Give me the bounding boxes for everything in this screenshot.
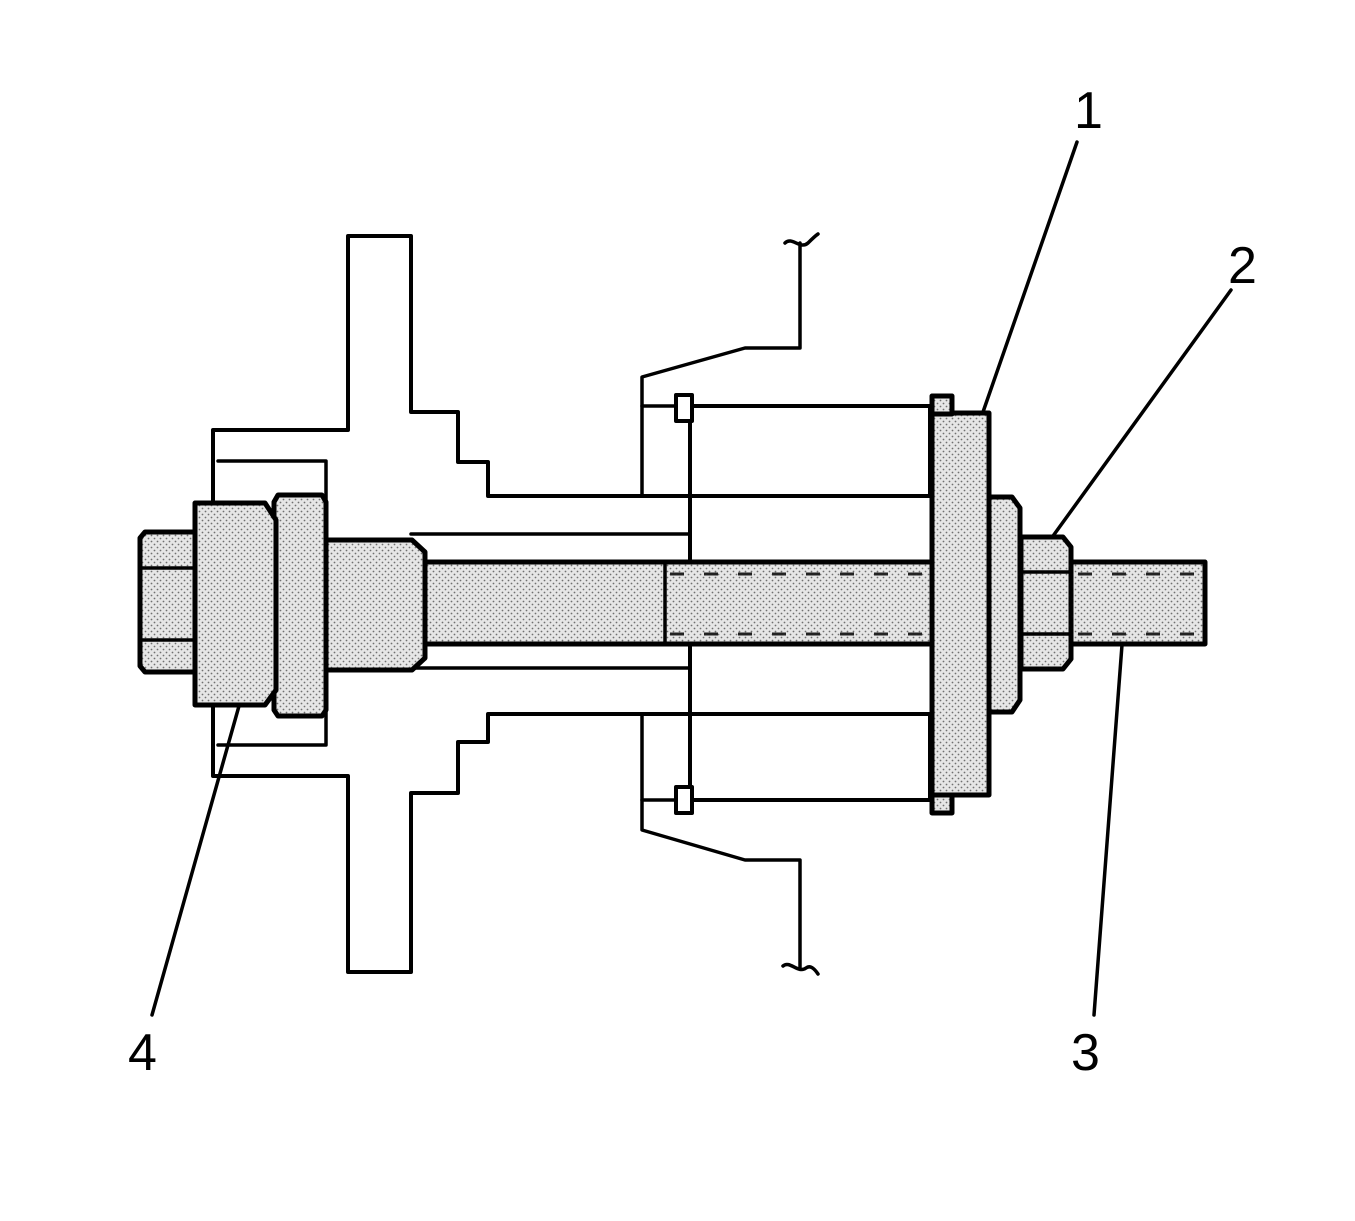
threaded-rod-body: [417, 559, 1208, 647]
leader-lines: [150, 140, 1233, 1017]
callout-labels: 1 2 3 4: [128, 82, 1257, 1082]
bracket-upper-edge: [640, 241, 802, 498]
callout-1: 1: [1074, 82, 1103, 140]
callout-4: 4: [128, 1024, 157, 1082]
callout-3: 3: [1071, 1024, 1100, 1082]
callout-2: 2: [1228, 237, 1257, 295]
leader-4: [150, 704, 241, 1017]
break-line-bottom: [781, 962, 820, 976]
bracket-lower-edge: [640, 712, 802, 970]
adapter-bolt-head: [137, 529, 198, 675]
leader-1: [981, 140, 1079, 414]
bushing-lip-upper: [674, 393, 694, 423]
installer-plate-tab-bottom: [929, 792, 955, 816]
removal-adapter: [137, 492, 428, 719]
adapter-body: [192, 500, 279, 708]
break-line-top: [783, 232, 820, 247]
adapter-collar: [271, 492, 329, 719]
hex-nut: [1018, 534, 1074, 672]
bushing-lip-lower: [674, 785, 694, 815]
bushing-sleeve-lower: [688, 712, 932, 802]
threaded-rod: [417, 559, 1208, 647]
leader-3: [1092, 643, 1124, 1017]
bracket: [640, 232, 932, 976]
thrust-washer: [986, 494, 1023, 715]
bushing-sleeve-upper: [688, 404, 932, 498]
leader-2: [1051, 288, 1233, 538]
installer-plate-tab-top: [929, 393, 955, 417]
installer-plate: [929, 410, 992, 798]
installer-hardware: [929, 393, 1074, 816]
adapter-spindle: [323, 537, 428, 673]
